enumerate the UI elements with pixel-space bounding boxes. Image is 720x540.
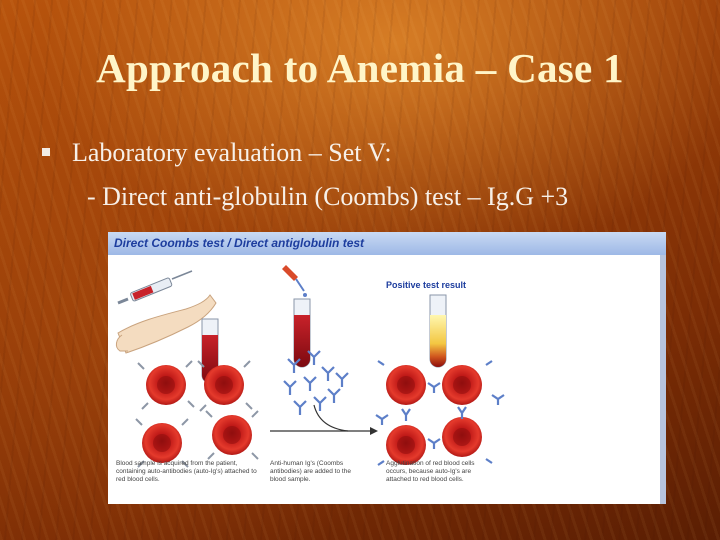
red-blood-cell-icon xyxy=(146,365,186,405)
red-blood-cell-icon xyxy=(386,425,426,465)
figure-header-text: Direct Coombs test / Direct antiglobulin… xyxy=(114,236,365,250)
red-blood-cell-icon xyxy=(212,415,252,455)
red-blood-cell-icon xyxy=(442,365,482,405)
figure-header: Direct Coombs test / Direct antiglobulin… xyxy=(108,232,666,255)
figure-illustration xyxy=(115,265,505,468)
figure-side-panel xyxy=(660,255,666,504)
caption-step-3: Agglutination of red blood cells occurs,… xyxy=(386,460,475,483)
bullet-text: Laboratory evaluation – Set V: xyxy=(72,138,392,167)
slide-title: Approach to Anemia – Case 1 xyxy=(96,45,624,91)
coombs-test-figure: Direct Coombs test / Direct antiglobulin… xyxy=(108,232,666,504)
caption-step-1: Blood sample is acquired from the patien… xyxy=(116,460,257,483)
red-blood-cell-icon xyxy=(204,365,244,405)
caption-step-2: Anti-human Ig's (Coombs antibodies) are … xyxy=(270,460,351,483)
arm-icon xyxy=(115,294,217,354)
test-tube-icon xyxy=(429,294,447,368)
syringe-icon xyxy=(117,270,193,305)
antibody-icon xyxy=(283,350,349,415)
red-blood-cell-icon xyxy=(442,417,482,457)
square-bullet-icon xyxy=(42,148,50,156)
test-tube-icon xyxy=(293,298,311,368)
antibody-icon xyxy=(135,360,259,468)
positive-result-label: Positive test result xyxy=(386,280,467,290)
sub-item-text: - Direct anti-globulin (Coombs) test – I… xyxy=(87,182,569,211)
antibody-icon xyxy=(375,360,505,466)
arrow-icon xyxy=(270,404,378,435)
red-blood-cell-icon xyxy=(386,365,426,405)
dropper-icon xyxy=(282,265,307,297)
red-blood-cell-icon xyxy=(142,423,182,463)
